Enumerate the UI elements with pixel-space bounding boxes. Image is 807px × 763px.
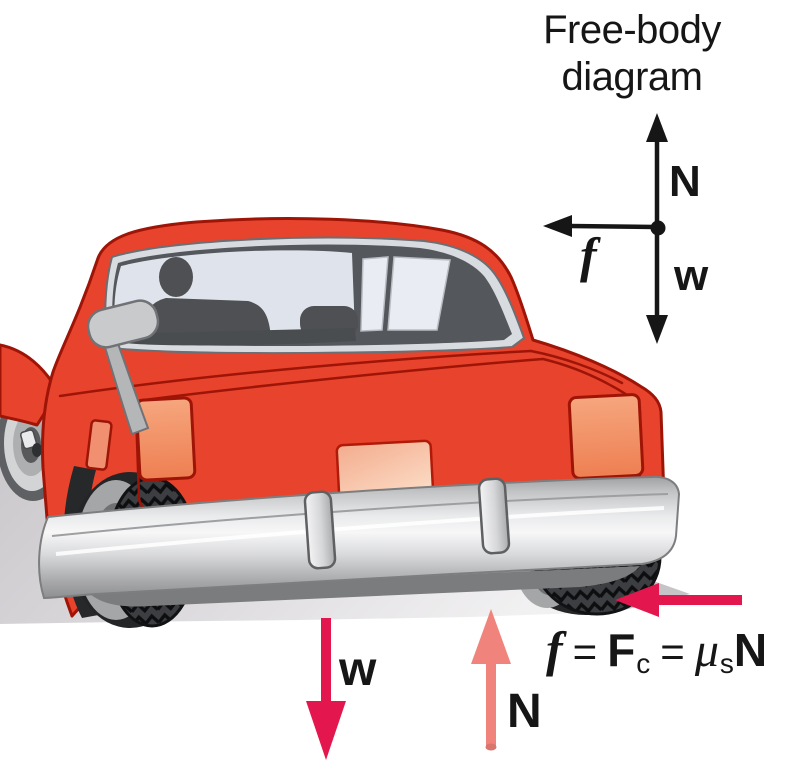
fbd-friction-label: f	[580, 227, 597, 283]
weight-arrow	[306, 618, 346, 760]
weight-label: w	[339, 643, 377, 696]
tail-light-left	[134, 396, 197, 482]
side-window-pane	[387, 256, 451, 331]
equation-normal-symbol: N	[733, 624, 768, 676]
equation-mu-symbol: μ	[694, 624, 719, 677]
fbd-title-line2: diagram	[561, 55, 703, 99]
fbd-title-line1: Free-body	[543, 8, 721, 52]
equation-equals-1: =	[572, 628, 598, 675]
side-window-pane-small	[360, 256, 389, 332]
normal-force-arrow	[471, 609, 511, 751]
rear-bumper	[38, 475, 681, 607]
tail-light-right	[567, 393, 645, 480]
side-marker-light	[85, 419, 113, 471]
fbd-origin-dot	[650, 220, 666, 236]
fbd-friction-arrow-left	[569, 223, 656, 230]
rear-window-assembly	[104, 236, 526, 355]
equation-centripetal-subscript: c	[636, 648, 651, 679]
bumper-guard-right	[477, 477, 511, 555]
free-body-diagram	[543, 113, 668, 344]
friction-force-arrow	[615, 583, 742, 617]
equation-equals-2: =	[660, 628, 685, 675]
fbd-weight-label: w	[674, 251, 709, 300]
friction-equation: f = F c = μ s N	[546, 620, 768, 679]
fbd-normal-label: N	[669, 157, 701, 206]
equation-static-subscript: s	[719, 648, 734, 679]
equation-friction-symbol: f	[546, 621, 563, 677]
bumper-guard-left	[303, 490, 337, 570]
equation-centripetal-force-symbol: F	[607, 624, 636, 676]
side-mirror	[86, 299, 160, 436]
normal-label: N	[507, 685, 542, 738]
